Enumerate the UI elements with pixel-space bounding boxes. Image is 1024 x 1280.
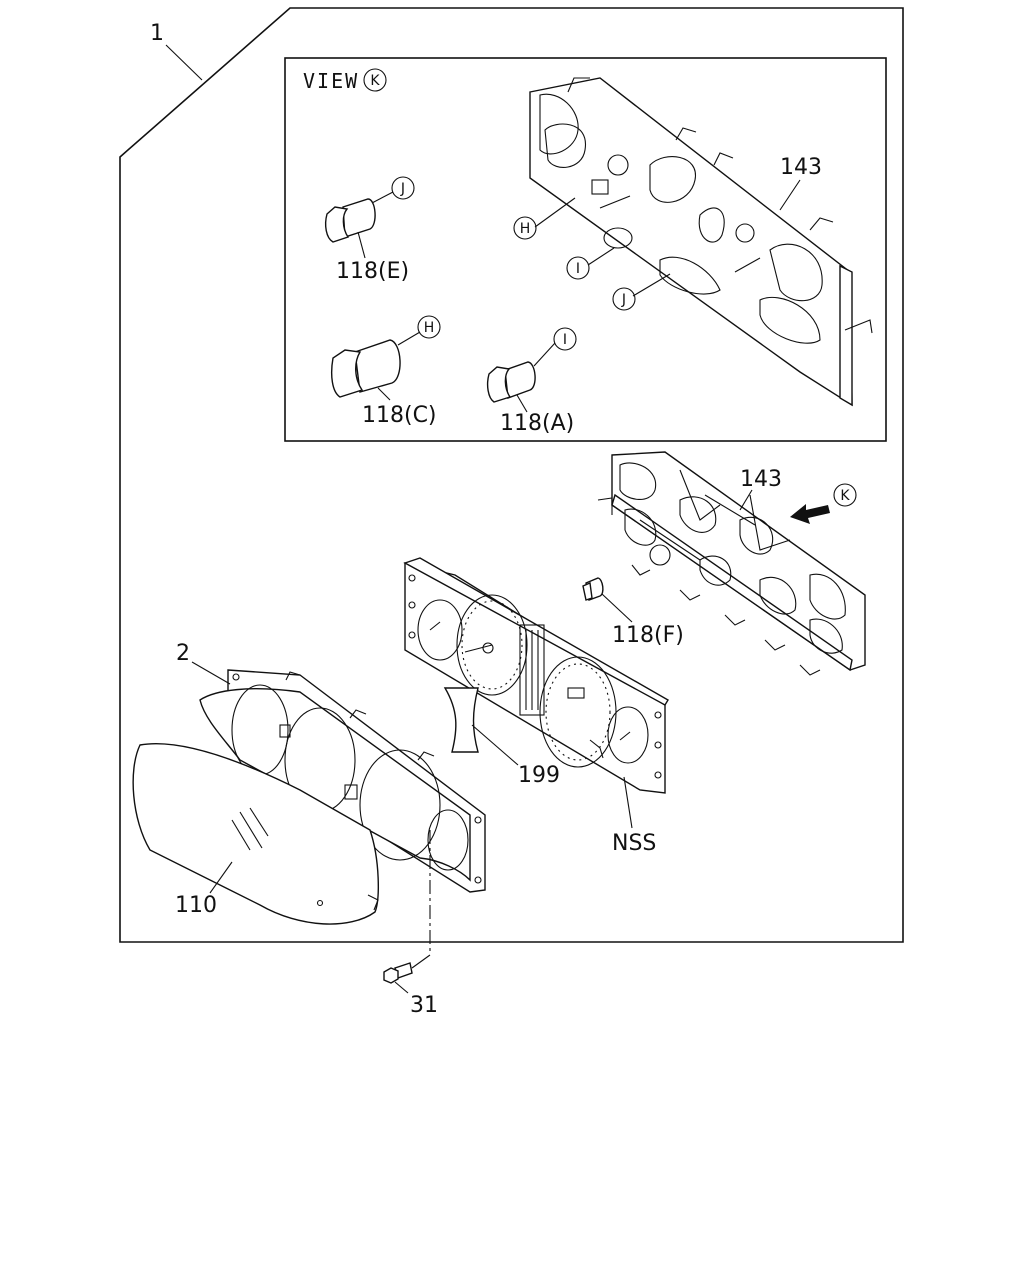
board-callout-h: H <box>513 216 537 240</box>
view-arrow <box>790 504 830 524</box>
bulb-callout-h: H <box>417 315 441 339</box>
label-film: 199 <box>518 763 560 788</box>
svg-text:K: K <box>840 488 850 504</box>
svg-text:J: J <box>621 292 626 308</box>
board-callout-i: I <box>566 256 590 280</box>
label-bulb-118e: 118(E) <box>336 259 409 284</box>
bulb-118f <box>582 577 604 601</box>
label-bulb-118c: 118(C) <box>362 403 437 428</box>
bulb-118e <box>324 198 376 243</box>
label-screw: 31 <box>410 993 438 1018</box>
view-k-inset <box>284 57 887 442</box>
screw <box>383 962 413 984</box>
cluster-lens <box>132 743 379 925</box>
printed-circuit-board-view <box>529 77 873 407</box>
bulb-callout-i: I <box>553 327 577 351</box>
svg-text:I: I <box>576 261 580 277</box>
board-callout-j: J <box>612 287 636 311</box>
label-nss: NSS <box>612 831 656 856</box>
bulb-118a <box>486 361 536 403</box>
cluster-case <box>199 669 486 893</box>
label-bulb-118f: 118(F) <box>612 623 684 648</box>
meter-assembly <box>403 557 669 794</box>
label-view-prefix: VIEW <box>303 69 359 93</box>
svg-text:K: K <box>370 73 380 89</box>
label-assembly: 1 <box>150 21 164 46</box>
bulb-callout-j: J <box>391 176 415 200</box>
bulb-118c <box>331 339 401 398</box>
svg-text:I: I <box>563 332 567 348</box>
label-board-main: 143 <box>740 467 782 492</box>
view-letter-callout: K <box>363 68 387 92</box>
arrow-callout-k: K <box>833 483 857 507</box>
svg-text:J: J <box>400 181 405 197</box>
label-lens: 110 <box>175 893 217 918</box>
film <box>443 687 479 753</box>
label-bulb-118a: 118(A) <box>500 411 574 436</box>
assembly-frame <box>119 7 904 943</box>
label-board-view: 143 <box>780 155 822 180</box>
svg-text:H: H <box>424 320 435 336</box>
printed-circuit-board <box>597 451 866 676</box>
label-case: 2 <box>176 641 190 666</box>
svg-text:H: H <box>520 221 531 237</box>
